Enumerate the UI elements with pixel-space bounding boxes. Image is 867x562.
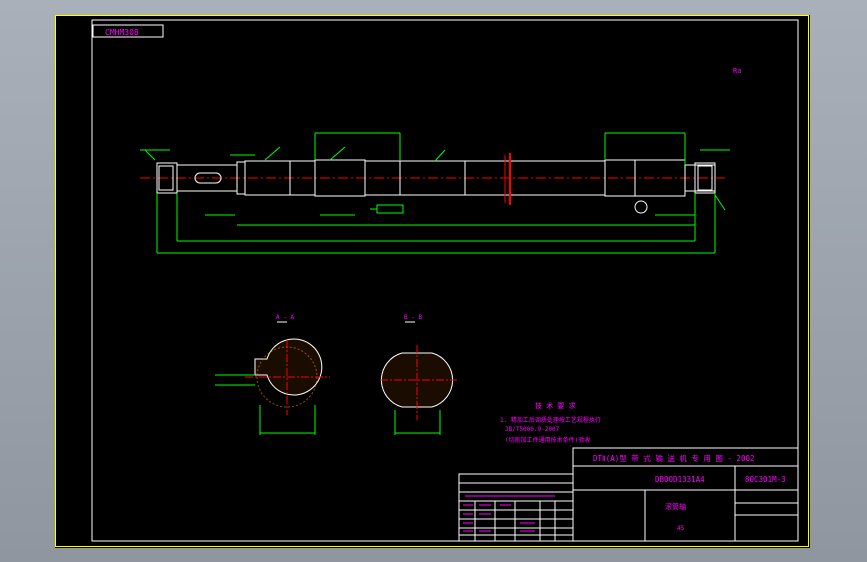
revision-table: [458, 473, 574, 542]
section-a-a: A - A: [215, 314, 330, 435]
keyway-slot: [194, 172, 222, 184]
drawing-canvas: CMHM308 Ra: [55, 15, 809, 547]
detail-circle: [634, 200, 648, 214]
section-b-label: B - B: [404, 314, 422, 321]
tech-req-line-1: 1. 精加工后调质处理按工艺规程执行: [500, 416, 601, 424]
code-box: [92, 24, 164, 38]
technical-requirements: 技 术 要 求 1. 精加工后调质处理按工艺规程执行 JB/T5000.9-20…: [500, 401, 601, 444]
drawing-code: CMHM308: [105, 28, 139, 37]
part-number: DB00D1331A4: [655, 475, 705, 484]
section-a-label: A - A: [276, 314, 294, 321]
outer-frame: [55, 15, 809, 547]
shaft-main-view: [140, 153, 725, 214]
revision-table-entries: [463, 495, 555, 532]
drawing-sheet: CMHM308 Ra: [55, 15, 810, 548]
roughness-note: Ra: [733, 67, 741, 75]
tech-req-line-3: (切削加工件通用技术条件)验收: [505, 436, 590, 444]
material: 45: [677, 525, 685, 532]
section-b-b: B - B: [380, 314, 457, 435]
part-name: 滚筒轴: [665, 502, 686, 511]
title-block: DTⅡ(A)型 带 式 输 送 机 专 用 图 - 2002 DB00D1331…: [572, 447, 799, 542]
inner-frame: [91, 19, 799, 542]
title-header: DTⅡ(A)型 带 式 输 送 机 专 用 图 - 2002: [593, 453, 755, 463]
dimension-lines: [140, 132, 730, 254]
tech-req-title: 技 术 要 求: [535, 401, 576, 410]
tech-req-line-2: JB/T5000.9-2007: [505, 426, 560, 433]
drawing-number: 80C301M-3: [745, 475, 786, 484]
